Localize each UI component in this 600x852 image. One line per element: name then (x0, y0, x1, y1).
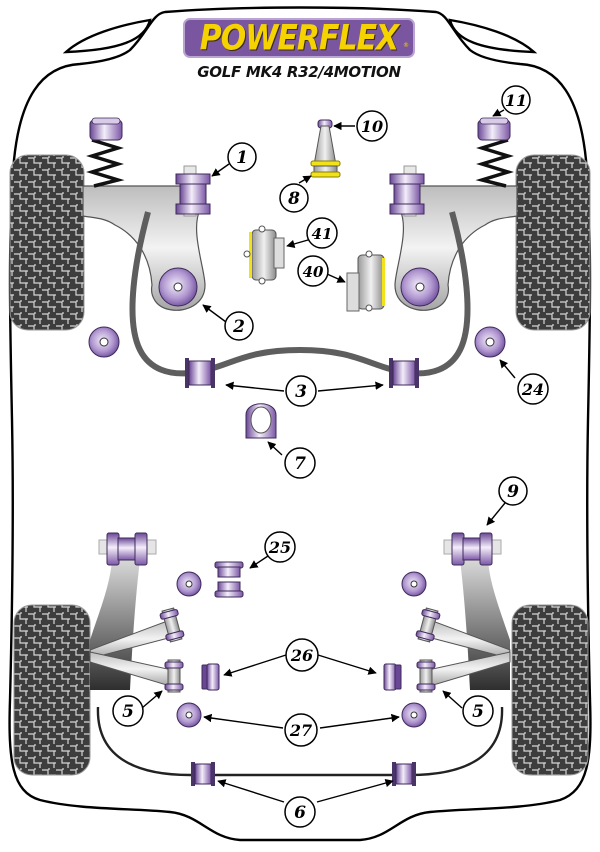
rear-arb-bush-left (191, 762, 215, 786)
callout-5-left: 5 (112, 695, 144, 727)
rear-washer-27-left (176, 702, 202, 728)
registered-mark: ® (403, 42, 409, 49)
rear-trailing-arm-bush-left (98, 532, 157, 566)
rear-trailing-arm-bush-right-9 (443, 532, 502, 566)
callout-1: 1 (227, 142, 257, 172)
callout-label: 26 (290, 646, 313, 665)
callout-label: 40 (303, 263, 324, 281)
callout-40: 40 (297, 255, 329, 287)
callout-label: 5 (472, 702, 484, 722)
callout-26: 26 (285, 638, 319, 672)
callout-label: 41 (312, 225, 333, 243)
front-wishbone-rear-bush-left (158, 267, 198, 307)
front-right-spring (475, 138, 514, 188)
callout-label: 8 (287, 189, 300, 209)
callout-3: 3 (285, 375, 317, 407)
callout-label: 11 (505, 91, 527, 110)
rear-upper-arm-bush-left (159, 607, 185, 643)
model-title: GOLF MK4 R32/4MOTION (197, 63, 401, 81)
front-arb-bush-left (185, 358, 215, 388)
front-wishbone-rear-bush-right (400, 267, 440, 307)
callout-9: 9 (498, 476, 528, 506)
front-right-tyre (515, 154, 591, 331)
rear-bush-25 (214, 561, 244, 598)
rear-bush-26-right (383, 663, 402, 691)
front-left-spring (86, 138, 125, 188)
callout-label: 2 (232, 317, 245, 337)
callout-label: 7 (294, 454, 306, 474)
callout-8: 8 (279, 183, 309, 213)
callout-label: 6 (294, 803, 306, 823)
arb-mount-bush-7 (245, 403, 277, 439)
callout-6: 6 (284, 796, 316, 828)
rear-lower-arm-bush-right (416, 659, 436, 693)
callout-24: 24 (517, 373, 549, 405)
rear-bush-26-left (201, 663, 220, 691)
rear-washer-27-right (401, 702, 427, 728)
left-mirror-outline (62, 18, 152, 54)
engine-mount-8-10 (310, 119, 341, 178)
gearbox-mount-40 (346, 250, 385, 312)
front-washer-right-24 (474, 326, 506, 358)
callout-label: 3 (295, 382, 307, 402)
rear-upper-arm-bush-right (415, 607, 441, 643)
rear-lower-arm-bush-left (164, 659, 184, 693)
logo-text: POWERFLEX (199, 17, 399, 59)
callout-label: 1 (236, 148, 248, 168)
callout-11: 11 (501, 85, 531, 115)
callout-label: 25 (268, 538, 291, 557)
callout-5-right: 5 (462, 695, 494, 727)
front-left-tyre (9, 154, 85, 331)
powerflex-logo: POWERFLEX ® (183, 18, 415, 58)
callout-2: 2 (224, 311, 254, 341)
callout-41: 41 (306, 217, 338, 249)
front-wishbone-front-bush-right (389, 165, 425, 217)
right-mirror-outline (448, 18, 538, 54)
callout-27: 27 (284, 713, 318, 747)
rear-arb-bush-right (392, 762, 416, 786)
gearbox-mount-41 (243, 225, 285, 285)
callout-label: 10 (361, 117, 383, 136)
callout-label: 5 (122, 702, 134, 722)
rear-top-mount-11 (477, 117, 511, 141)
callout-label: 27 (289, 721, 312, 740)
callout-label: 24 (521, 380, 544, 399)
front-washer-left (88, 326, 120, 358)
front-anti-roll-bar (129, 211, 471, 377)
front-arb-bush-right (389, 358, 419, 388)
rear-right-tyre (511, 604, 589, 776)
front-left-top-mount (89, 117, 123, 141)
rear-anti-roll-bar (96, 706, 504, 777)
front-wishbone-front-bush-left (175, 165, 211, 217)
rear-washer-upper-left (176, 571, 202, 597)
rear-washer-upper-right (401, 571, 427, 597)
callout-label: 9 (507, 482, 519, 502)
callout-7: 7 (284, 447, 316, 479)
rear-left-tyre (13, 604, 91, 776)
callout-10: 10 (356, 110, 388, 142)
callout-25: 25 (264, 531, 296, 563)
